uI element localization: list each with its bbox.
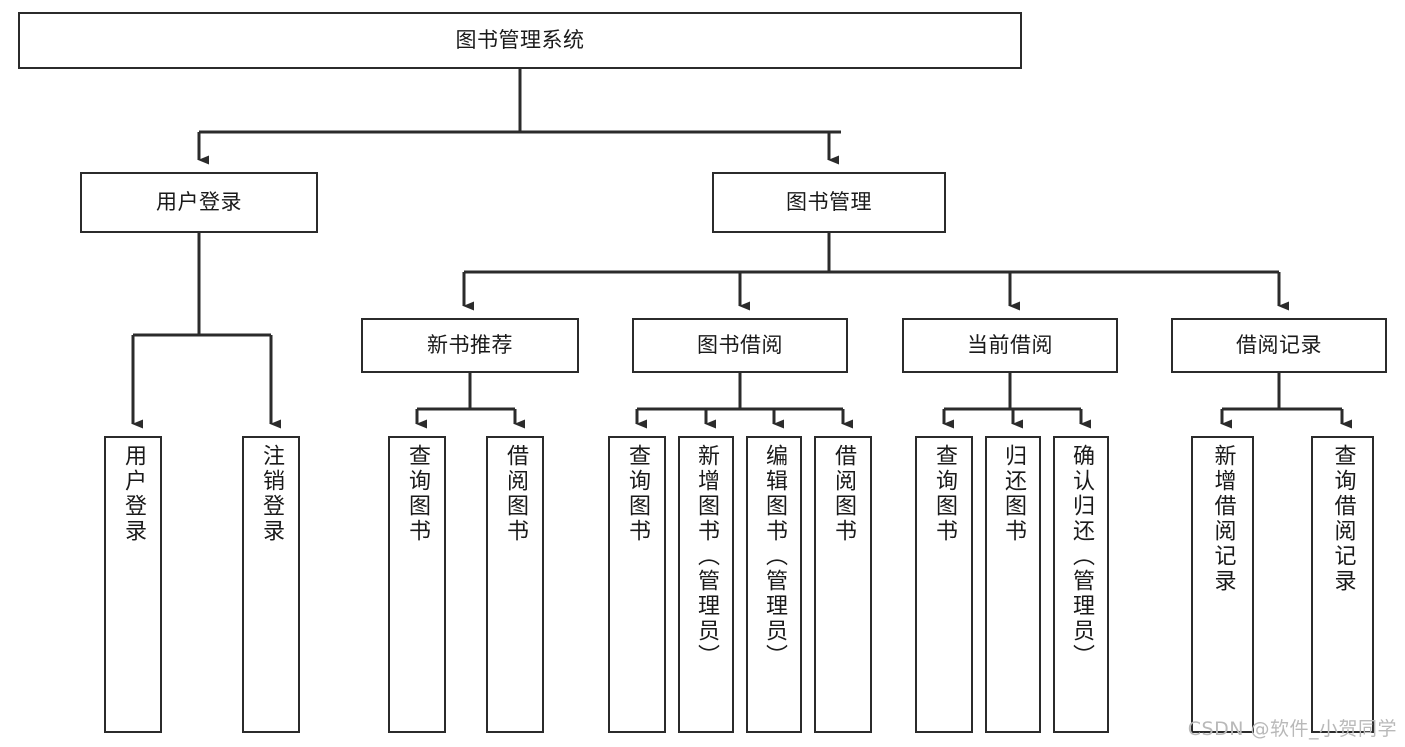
- node-leaf-return-book[interactable]: 归还图书: [985, 436, 1041, 733]
- node-leaf-borrow-book-2-label: 借阅图书: [831, 444, 856, 544]
- node-leaf-query-book-3[interactable]: 查询图书: [915, 436, 973, 733]
- node-borrow-record[interactable]: 借阅记录: [1171, 318, 1387, 373]
- node-leaf-query-record[interactable]: 查询借阅记录: [1311, 436, 1374, 733]
- node-leaf-edit-book-label: 编辑图书（管理员）: [762, 444, 787, 669]
- node-new-book-recommend-label: 新书推荐: [427, 333, 513, 358]
- node-leaf-user-login[interactable]: 用户登录: [104, 436, 162, 733]
- node-leaf-query-book-1[interactable]: 查询图书: [388, 436, 446, 733]
- node-leaf-add-book[interactable]: 新增图书（管理员）: [678, 436, 734, 733]
- node-current-borrow-label: 当前借阅: [967, 333, 1053, 358]
- node-leaf-confirm-return-label: 确认归还（管理员）: [1069, 444, 1094, 669]
- node-leaf-edit-book[interactable]: 编辑图书（管理员）: [746, 436, 802, 733]
- node-leaf-query-book-3-label: 查询图书: [932, 444, 957, 544]
- node-leaf-user-login-label: 用户登录: [121, 444, 146, 544]
- node-new-book-recommend[interactable]: 新书推荐: [361, 318, 579, 373]
- node-leaf-add-record-label: 新增借阅记录: [1210, 444, 1236, 594]
- node-leaf-borrow-book-1-label: 借阅图书: [503, 444, 528, 544]
- node-book-borrow[interactable]: 图书借阅: [632, 318, 848, 373]
- node-leaf-query-record-label: 查询借阅记录: [1330, 444, 1356, 594]
- node-leaf-user-logout[interactable]: 注销登录: [242, 436, 300, 733]
- node-leaf-add-record[interactable]: 新增借阅记录: [1191, 436, 1254, 733]
- node-leaf-add-book-label: 新增图书（管理员）: [694, 444, 719, 669]
- node-leaf-confirm-return[interactable]: 确认归还（管理员）: [1053, 436, 1109, 733]
- node-leaf-query-book-2[interactable]: 查询图书: [608, 436, 666, 733]
- node-leaf-query-book-1-label: 查询图书: [405, 444, 430, 544]
- node-book-management-label: 图书管理: [786, 190, 872, 215]
- node-user-login[interactable]: 用户登录: [80, 172, 318, 233]
- node-leaf-user-logout-label: 注销登录: [259, 444, 284, 544]
- node-borrow-record-label: 借阅记录: [1236, 333, 1322, 358]
- node-book-management[interactable]: 图书管理: [712, 172, 946, 233]
- node-leaf-query-book-2-label: 查询图书: [625, 444, 650, 544]
- node-leaf-return-book-label: 归还图书: [1001, 444, 1026, 544]
- node-book-borrow-label: 图书借阅: [697, 333, 783, 358]
- node-root-label: 图书管理系统: [455, 28, 585, 53]
- node-root[interactable]: 图书管理系统: [18, 12, 1022, 69]
- node-current-borrow[interactable]: 当前借阅: [902, 318, 1118, 373]
- node-leaf-borrow-book-1[interactable]: 借阅图书: [486, 436, 544, 733]
- node-user-login-label: 用户登录: [156, 190, 242, 215]
- node-leaf-borrow-book-2[interactable]: 借阅图书: [814, 436, 872, 733]
